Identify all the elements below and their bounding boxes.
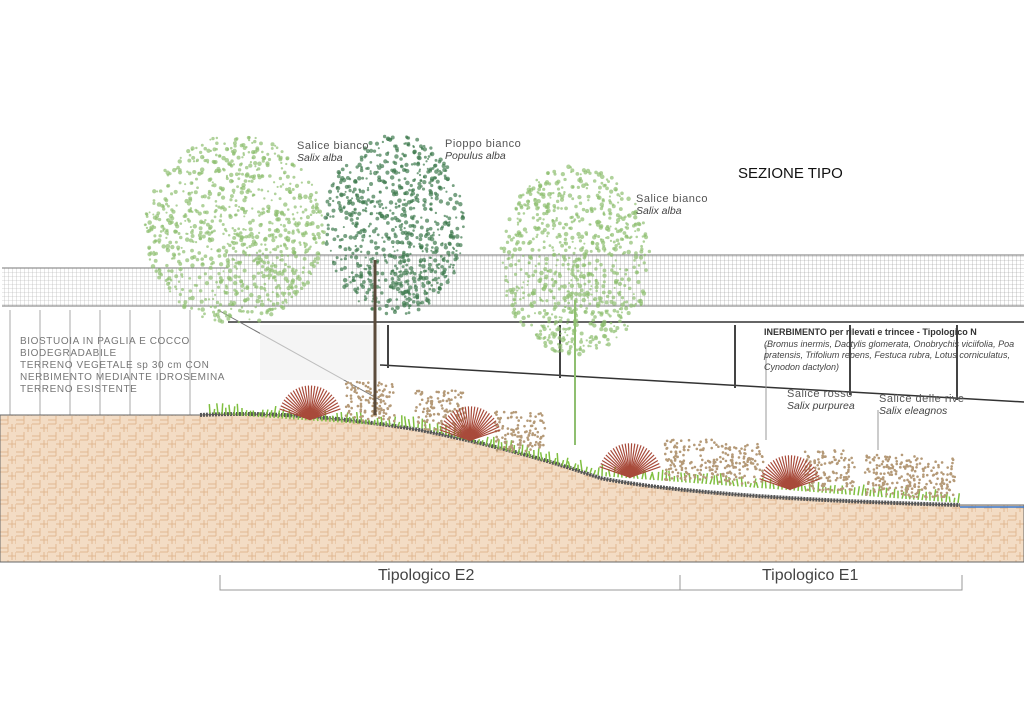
- inerbimento-species: (Bromus inermis, Dactylis glomerata, Ono…: [764, 338, 1015, 372]
- section-title: SEZIONE TIPO: [738, 165, 843, 182]
- road-deck: [2, 254, 1024, 415]
- inerbimento-heading: INERBIMENTO per rilevati e trincee - Tip…: [764, 327, 977, 337]
- tree-salix-alba-right: [499, 164, 652, 357]
- legend-item: BIODEGRADABILE: [20, 348, 117, 359]
- tree-salix-alba-left: [143, 135, 326, 324]
- inerbimento-note: INERBIMENTO per rilevati e trincee - Tip…: [764, 327, 1022, 373]
- legend-item: TERRENO VEGETALE sp 30 cm CON: [20, 360, 210, 371]
- typology-e2: Tipologico E2: [378, 567, 475, 584]
- tree-populus-alba: [323, 134, 466, 316]
- shrubs: [279, 380, 956, 499]
- typology-e1: Tipologico E1: [762, 567, 859, 584]
- legend-item: NERBIMENTO MEDIANTE IDROSEMINA: [20, 372, 226, 383]
- legend-item: BIOSTUOIA IN PAGLIA E COCCO: [20, 336, 190, 347]
- typology-dimension: [219, 575, 963, 591]
- legend-item: TERRENO ESISTENTE: [20, 384, 138, 395]
- layer-legend: BIOSTUOIA IN PAGLIA E COCCO BIODEGRADABI…: [20, 336, 225, 396]
